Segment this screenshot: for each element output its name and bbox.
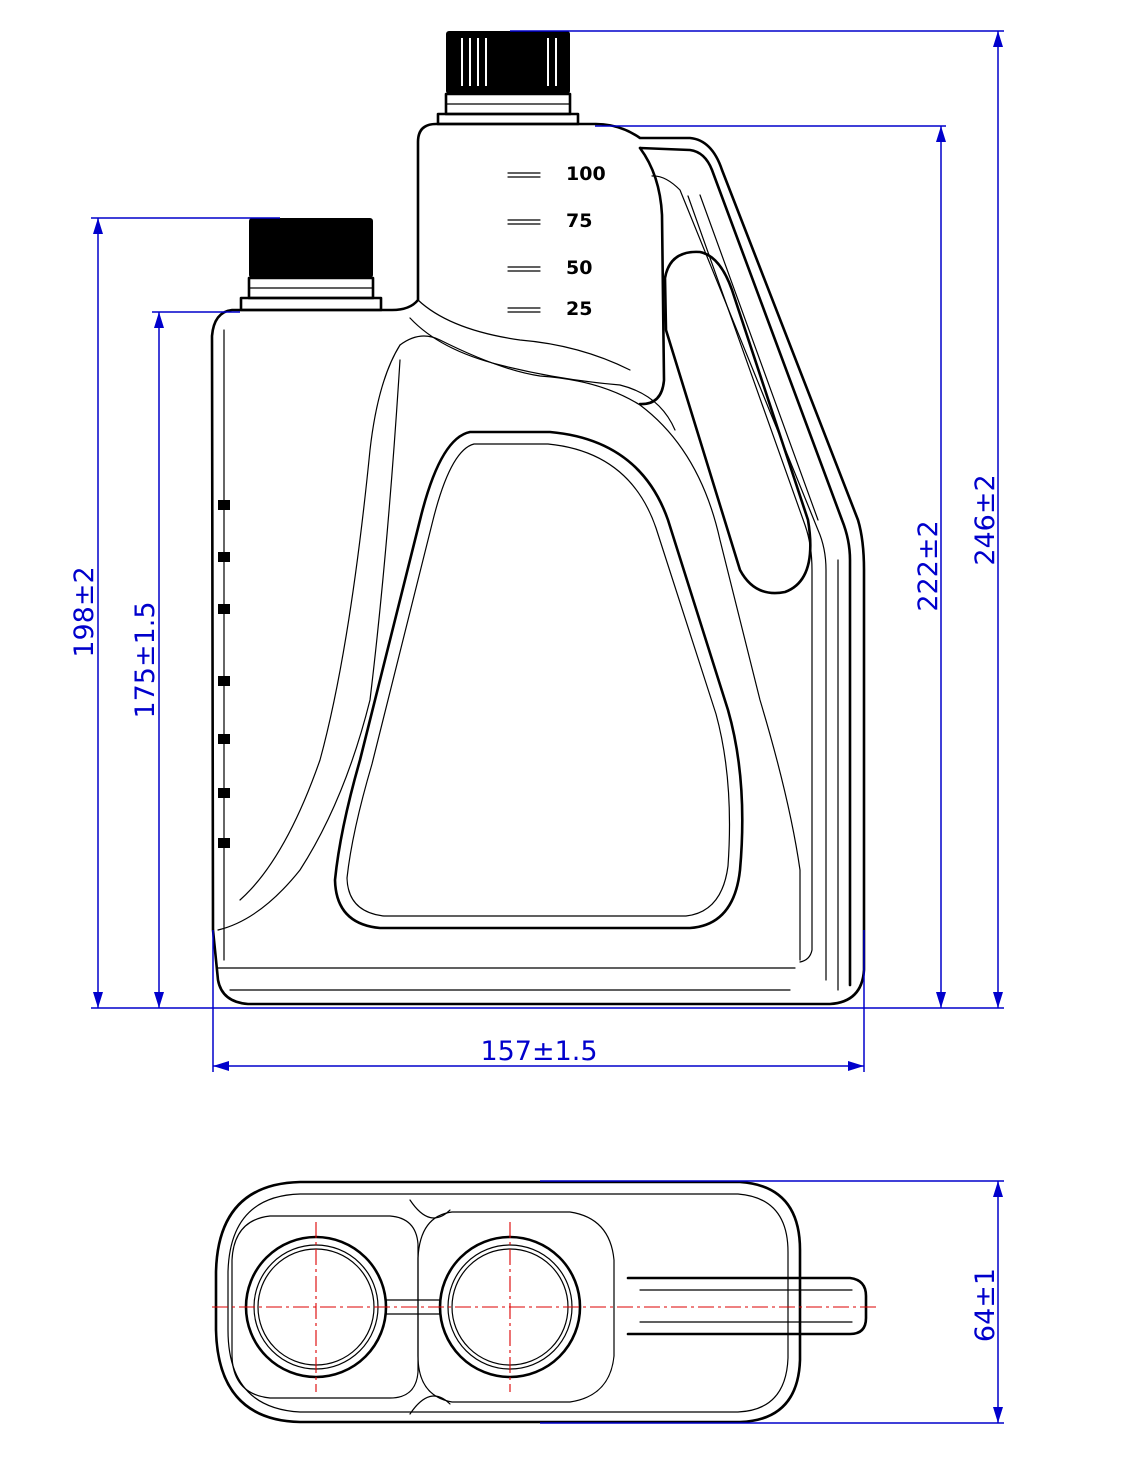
top-view — [212, 1180, 880, 1424]
dimension-label: 222±2 — [913, 520, 944, 611]
handle-grip — [663, 250, 812, 595]
graduation-label: 25 — [566, 298, 592, 320]
side-graduation-ticks — [218, 500, 230, 848]
dimension-175: 175±1.5 — [130, 312, 164, 1008]
dimension-157: 157±1.5 — [213, 1036, 864, 1071]
handle-window — [333, 430, 744, 930]
dimension-label: 64±1 — [970, 1268, 1001, 1342]
graduation-label: 100 — [566, 163, 606, 185]
dimension-label: 198±2 — [69, 566, 100, 657]
dimension-246: 246±2 — [970, 31, 1003, 1008]
graduation-label: 75 — [566, 210, 592, 232]
dimension-64: 64±1 — [970, 1181, 1003, 1423]
bottle-outline — [210, 122, 866, 1006]
neck-graduations: 100 75 50 25 — [507, 163, 606, 320]
graduation-label: 50 — [566, 257, 592, 279]
dimension-label: 175±1.5 — [130, 601, 161, 718]
handle — [638, 146, 852, 987]
dimension-198: 198±2 — [69, 218, 103, 1008]
dimension-222: 222±2 — [913, 126, 946, 1008]
dimensions: 198±2 175±1.5 222±2 246±2 15 — [69, 30, 1004, 1424]
small-cap — [239, 218, 383, 312]
top-outline — [214, 1180, 802, 1424]
top-handle — [626, 1276, 868, 1336]
large-cap — [436, 31, 580, 126]
front-view: 100 75 50 25 — [210, 31, 866, 1006]
dimension-label: 246±2 — [970, 474, 1001, 565]
dimension-label: 157±1.5 — [480, 1036, 597, 1067]
